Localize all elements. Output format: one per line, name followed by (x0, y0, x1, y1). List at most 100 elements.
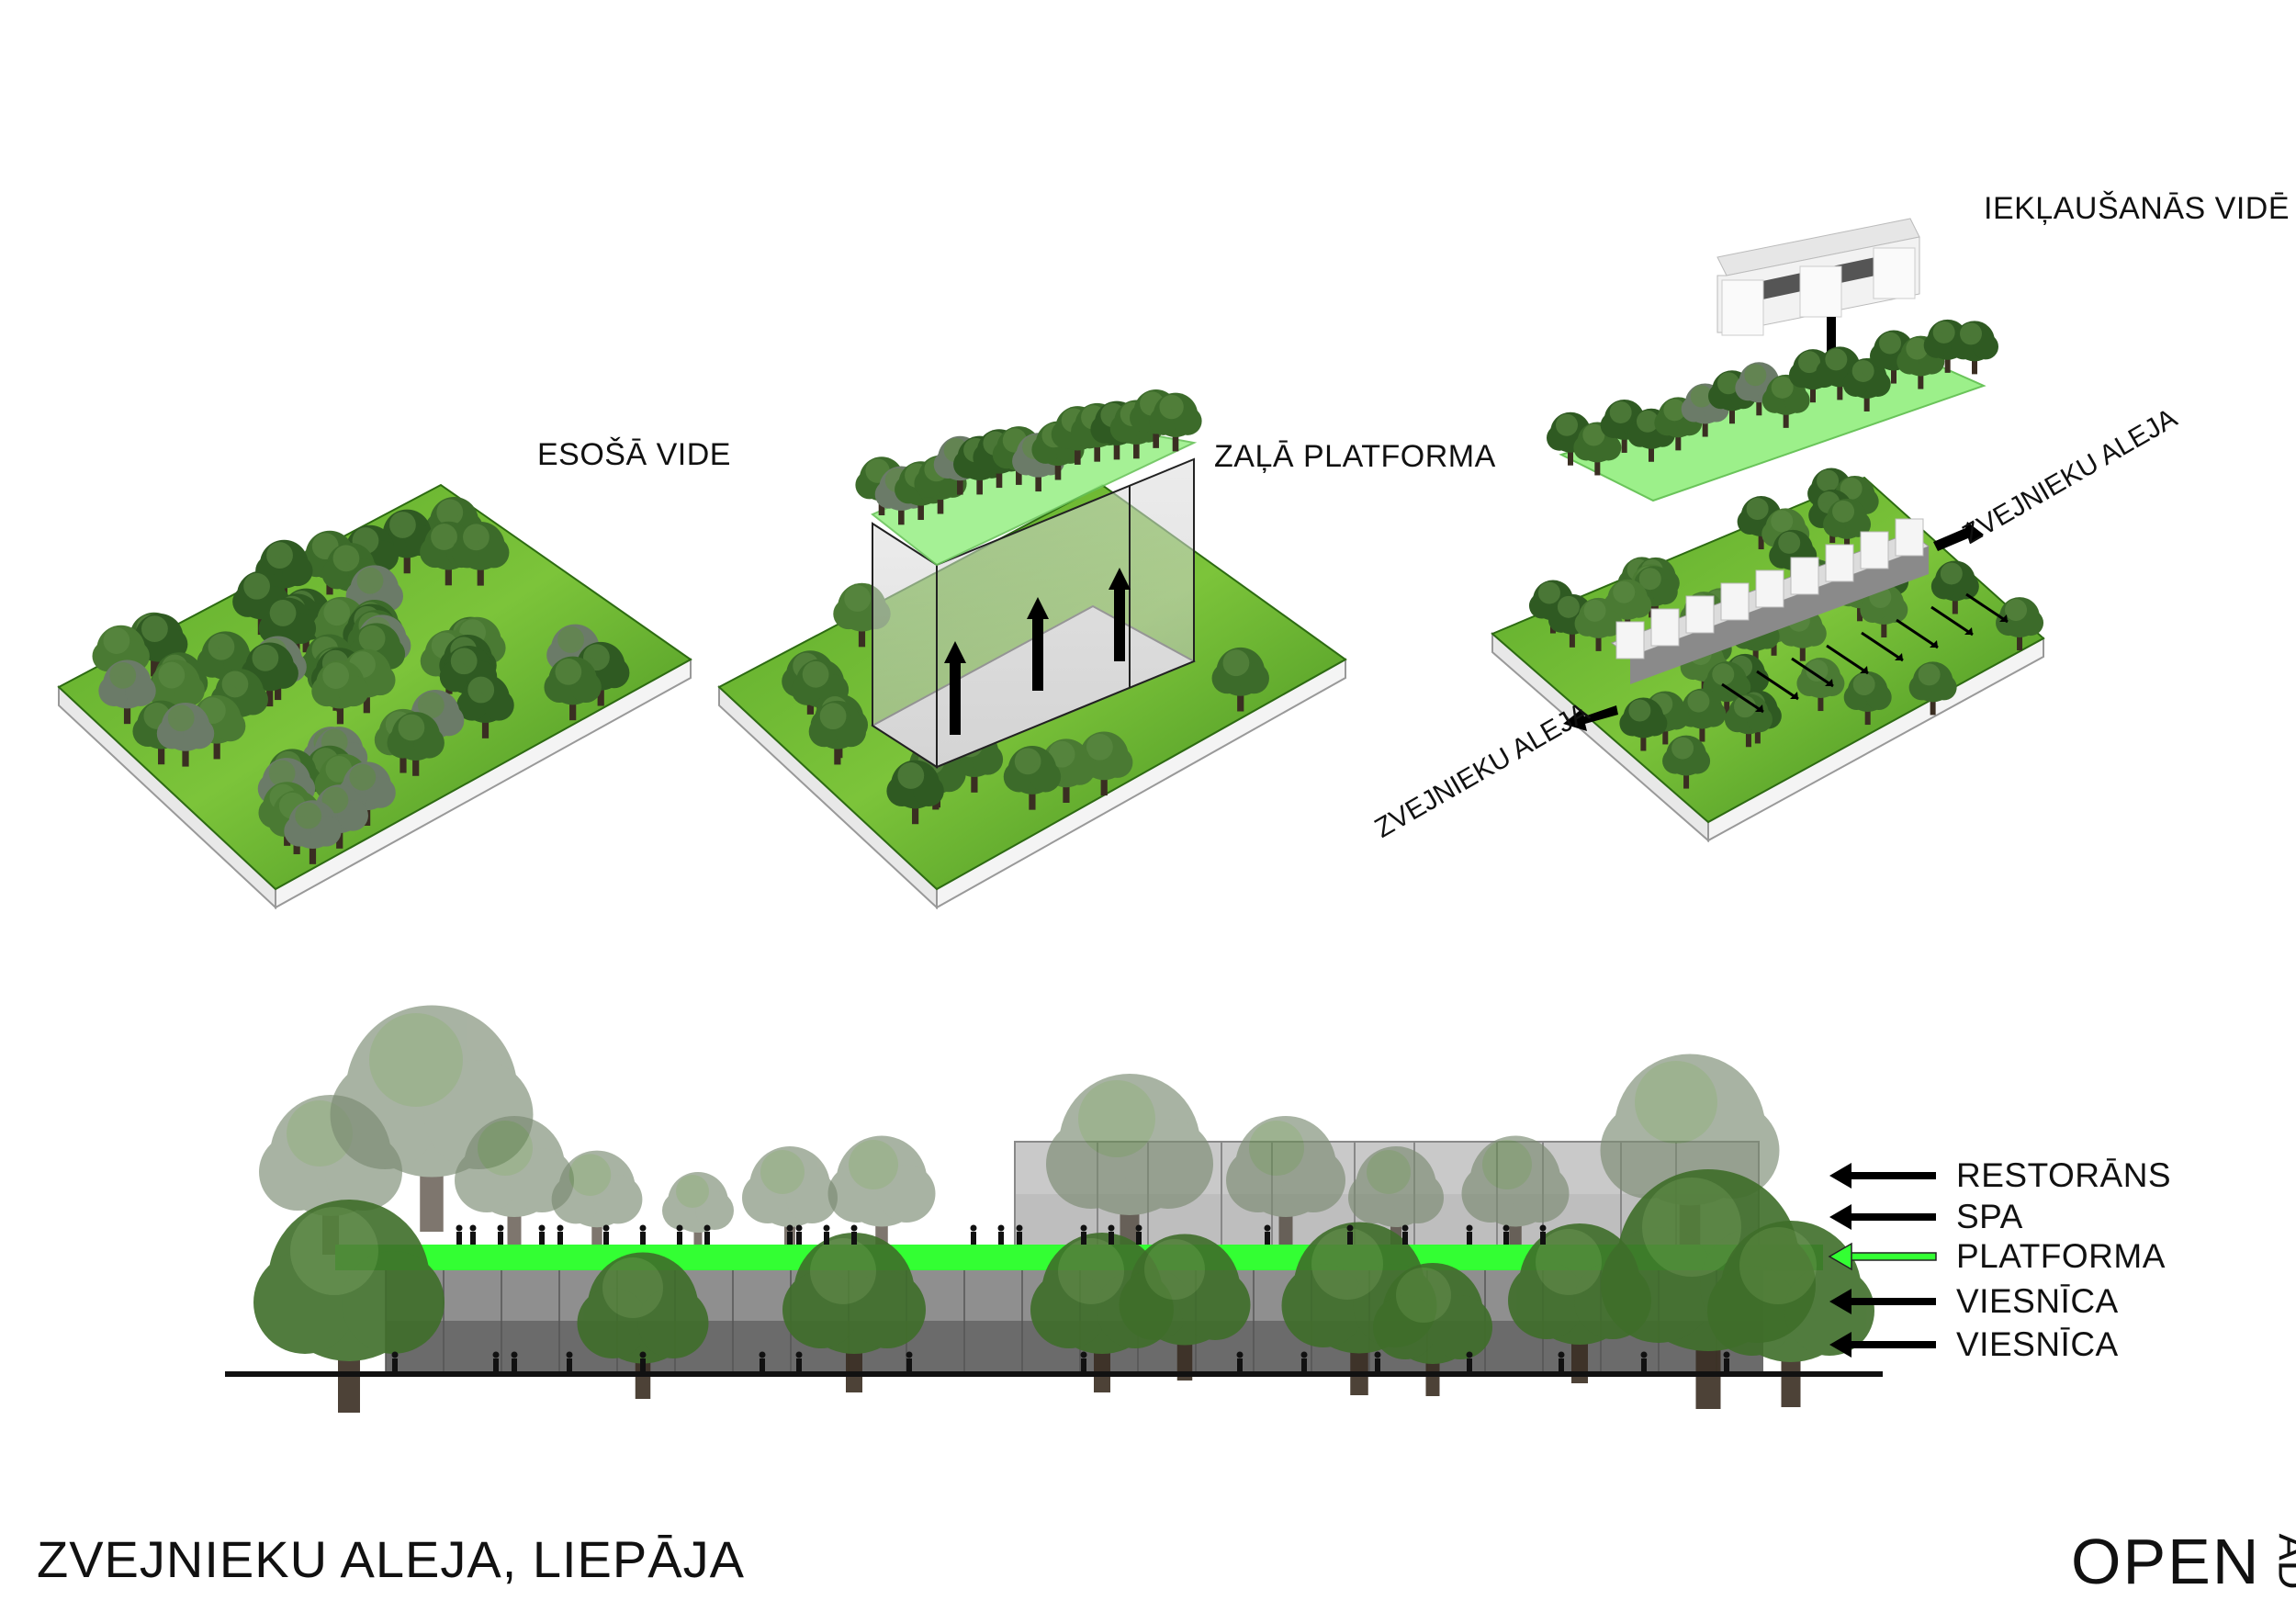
elevation (225, 1005, 1883, 1413)
person-silhouette (557, 1224, 564, 1245)
tree (258, 597, 317, 662)
tree (1619, 697, 1668, 751)
person-silhouette (1080, 1351, 1087, 1371)
building-module (1755, 569, 1784, 608)
left-arrow-icon (1828, 1324, 1938, 1365)
building-module (1615, 621, 1645, 659)
tree (1735, 362, 1784, 416)
person-silhouette (538, 1224, 546, 1245)
left-arrow-icon (1828, 1281, 1938, 1322)
level-label: RESTORĀNS (1956, 1156, 2172, 1194)
person-silhouette (1264, 1224, 1271, 1245)
logo-suffix: AD (2269, 1533, 2296, 1590)
person-silhouette (1016, 1224, 1023, 1245)
tree (1461, 1135, 1570, 1256)
street-arrow (1896, 618, 1939, 649)
left-arrow-icon (1828, 1197, 1938, 1237)
floating-platform-trees (1547, 319, 1998, 476)
page-title: ZVEJNIEKU ALEJA, LIEPĀJA (37, 1530, 745, 1588)
street-arrow-left (1563, 705, 1618, 731)
person-silhouette (1346, 1224, 1354, 1245)
up-arrows (944, 568, 1131, 735)
person-silhouette (997, 1224, 1005, 1245)
level-label: SPA (1956, 1198, 2023, 1235)
level-label: PLATFORMA (1956, 1237, 2166, 1275)
tree (330, 1005, 534, 1232)
person-silhouette (391, 1351, 399, 1371)
tree (1951, 321, 1998, 375)
person-silhouette (823, 1224, 830, 1245)
person-silhouette (639, 1351, 647, 1371)
tree (1908, 661, 1957, 716)
left-arrow-icon (1828, 1155, 1938, 1196)
tree (1703, 661, 1751, 716)
person-silhouette (1135, 1224, 1142, 1245)
block-integration (1491, 218, 2045, 843)
person-silhouette (1640, 1351, 1648, 1371)
person-silhouette (850, 1224, 858, 1245)
person-silhouette (1080, 1224, 1087, 1245)
building-module (1685, 595, 1715, 634)
tree (1149, 392, 1202, 452)
tree (387, 712, 445, 776)
person-silhouette (566, 1351, 573, 1371)
elevation-trees-front (253, 1169, 1874, 1413)
person-silhouette (497, 1224, 504, 1245)
tree (156, 702, 215, 767)
level-label: VIESNĪCA (1956, 1325, 2119, 1363)
tree (1601, 1169, 1816, 1409)
logo-word: OPEN (2071, 1526, 2261, 1597)
person-silhouette (676, 1224, 683, 1245)
person-silhouette (456, 1224, 463, 1245)
person-silhouette (795, 1224, 803, 1245)
tree (1662, 735, 1711, 789)
person-silhouette (970, 1224, 977, 1245)
tree (808, 700, 867, 765)
person-silhouette (469, 1224, 477, 1245)
building-modules (1615, 518, 1924, 659)
tree (452, 522, 510, 586)
tree (1707, 1221, 1874, 1407)
person-silhouette (1539, 1224, 1547, 1245)
tree (253, 1200, 445, 1413)
tree (1996, 597, 2044, 651)
logo: OPEN AD (2071, 1525, 2296, 1598)
person-silhouette (1558, 1351, 1565, 1371)
glass-volume-front (872, 522, 938, 769)
person-silhouette (1723, 1351, 1730, 1371)
street-arrows (1721, 592, 2009, 714)
street-arrow (1721, 682, 1764, 714)
tree (1003, 746, 1062, 810)
person-silhouette (759, 1351, 766, 1371)
building-module (1790, 557, 1819, 595)
tree (544, 656, 602, 721)
level-viesnica-2: VIESNĪCA (1828, 1324, 2268, 1365)
tree (1930, 560, 1979, 614)
tree (1842, 357, 1891, 411)
person-silhouette (795, 1351, 803, 1371)
level-label: VIESNĪCA (1956, 1282, 2119, 1320)
level-spa: SPA (1828, 1197, 2268, 1237)
tree (782, 1233, 926, 1392)
tree (886, 760, 944, 825)
street-arrow (1791, 657, 1834, 688)
tree (1046, 1074, 1213, 1260)
building-module (1860, 531, 1889, 569)
person-silhouette (639, 1224, 647, 1245)
person-silhouette (1374, 1351, 1381, 1371)
level-viesnica-1: VIESNĪCA (1828, 1281, 2268, 1322)
left-arrow-icon (1828, 1236, 1938, 1277)
person-silhouette (492, 1351, 500, 1371)
street-arrow (1756, 670, 1799, 701)
tree (197, 631, 254, 695)
tree (456, 674, 514, 738)
stage-label-existing: ESOŠĀ VIDE (537, 437, 731, 472)
person-silhouette (602, 1224, 610, 1245)
building-module (1825, 544, 1854, 582)
tree (98, 659, 156, 725)
person-silhouette (1466, 1351, 1473, 1371)
person-silhouette (1466, 1224, 1473, 1245)
person-silhouette (703, 1224, 711, 1245)
street-arrow (1826, 644, 1869, 675)
